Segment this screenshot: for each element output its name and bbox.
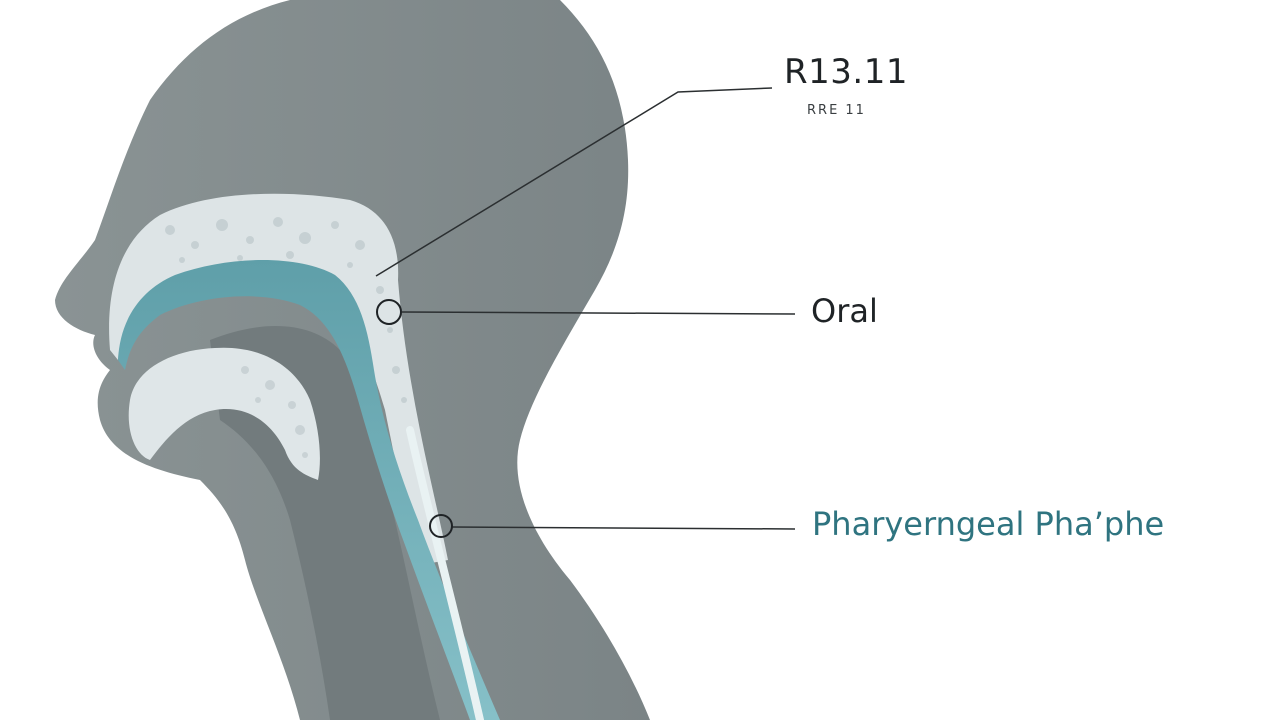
code-label: R13.11 [784,52,908,92]
bone-texture [165,217,407,403]
jaw-texture [241,366,308,458]
oral-label: Oral [811,292,878,330]
code-leader-line [375,87,773,277]
oral-marker-icon [376,299,402,325]
pharyngeal-marker-icon [429,514,453,538]
pharyngeal-label: Pharyerngeal Phaʼphe [812,505,1165,543]
airway-highlight [406,426,484,720]
pharyngeal-leader-line [451,526,796,530]
code-sublabel: RRE 11 [807,103,866,118]
oral-leader-line [401,311,796,315]
upper-bone-structure [109,193,448,565]
airway-channel [118,260,500,720]
